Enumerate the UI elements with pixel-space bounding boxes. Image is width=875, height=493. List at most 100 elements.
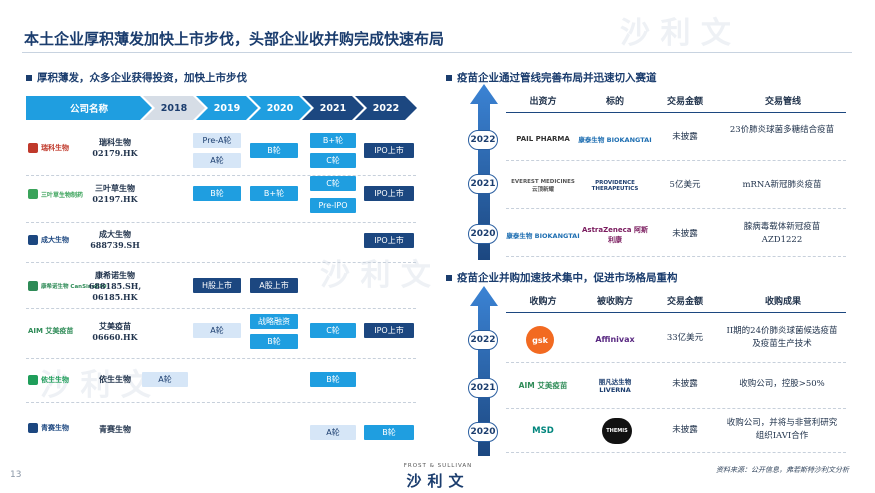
pipeline-cell: mRNA新冠肺炎疫苗: [742, 180, 822, 190]
company-logo: 瑞科生物: [28, 140, 69, 156]
amount-cell: 未披露: [672, 379, 698, 389]
table-header-rule: [506, 312, 846, 313]
company-logo: AIM 艾美疫苗: [28, 327, 74, 335]
company-logo: 三叶草生物制药: [28, 186, 83, 202]
column-header: 交易金额: [666, 297, 703, 307]
row-divider: [26, 308, 416, 309]
title-divider: [22, 52, 852, 53]
column-header: 收购成果: [764, 297, 801, 307]
square-bullet-icon: [446, 75, 452, 81]
timeline-year-2019: 2019: [196, 96, 258, 120]
left-section-title: 厚积薄发，众多企业获得投资，加快上市步伐: [26, 70, 247, 85]
pipeline-cell: 23价肺炎球菌多糖结合疫苗: [729, 125, 835, 135]
timeline-arrow-icon: [470, 84, 498, 260]
logo-mark-icon: [28, 281, 38, 291]
company-logo: 成大生物: [28, 232, 69, 248]
acquirer-logo: AIM 艾美疫苗: [518, 380, 568, 390]
row-divider: [506, 452, 846, 453]
row-divider: [506, 208, 846, 209]
funding-badge: C轮: [310, 176, 356, 191]
brand-subtitle: FROST & SULLIVAN: [403, 463, 473, 469]
year-marker: 2022: [468, 330, 498, 350]
ipo-badge: IPO上市: [364, 186, 414, 201]
target-logo: 丽凡达生物 LIVERNA: [598, 378, 632, 394]
square-bullet-icon: [446, 275, 452, 281]
timeline-year-2022: 2022: [355, 96, 417, 120]
target-logo: AstraZeneca 阿斯利康: [582, 226, 648, 244]
funding-badge: B轮: [193, 186, 241, 201]
source-note: 资料来源：公开信息，弗若斯特沙利文分析: [716, 466, 849, 474]
page-number: 13: [10, 470, 22, 480]
amount-cell: 33亿美元: [666, 333, 704, 343]
timeline-year-2021: 2021: [302, 96, 364, 120]
funding-badge: C轮: [310, 153, 356, 168]
result-cell: 收购公司，并将与非营利研究组织IAVI合作: [726, 418, 838, 441]
funding-badge: C轮: [310, 323, 356, 338]
column-header: 标的: [605, 97, 624, 107]
amount-cell: 未披露: [672, 229, 698, 239]
amount-cell: 5亿美元: [669, 180, 701, 190]
brand-logo: 沙利文: [406, 472, 470, 490]
amount-cell: 未披露: [672, 425, 698, 435]
timeline-year-2020: 2020: [249, 96, 311, 120]
funding-badge: A轮: [142, 372, 188, 387]
column-header: 被收购方: [596, 297, 633, 307]
target-logo: 康泰生物 BIOKANGTAI: [578, 136, 652, 144]
column-header: 交易金额: [666, 97, 703, 107]
investor-logo: EVEREST MEDICINES 云顶新耀: [511, 179, 575, 193]
logo-mark-icon: [28, 189, 38, 199]
amount-cell: 未披露: [672, 132, 698, 142]
company-logo: 康希诺生物 CanSinoBIO: [28, 278, 107, 294]
timeline-arrow-icon: [470, 286, 498, 456]
column-header: 收购方: [529, 297, 557, 307]
acquirer-logo: MSD: [532, 426, 554, 436]
year-marker: 2020: [468, 422, 498, 442]
ipo-badge: IPO上市: [364, 323, 414, 338]
company-name: 青赛生物: [99, 424, 131, 434]
row-divider: [506, 362, 846, 363]
funding-badge: Pre-IPO: [310, 198, 356, 213]
company-logo: 依生生物: [28, 372, 69, 388]
row-divider: [26, 402, 416, 403]
right-bottom-section-title: 疫苗企业并购加速技术集中，促进市场格局重构: [446, 270, 678, 285]
funding-badge: B轮: [364, 425, 414, 440]
watermark: 沙 利 文: [40, 368, 151, 403]
page-title: 本土企业厚积薄发加快上市步伐，头部企业收并购完成快速布局: [24, 30, 445, 48]
logo-mark-icon: [28, 235, 38, 245]
target-logo: Affinivax: [595, 334, 635, 344]
column-header: 出资方: [529, 97, 557, 107]
result-cell: 收购公司，控股>50%: [739, 379, 825, 389]
company-logo: 青赛生物: [28, 420, 69, 436]
row-divider: [26, 358, 416, 359]
funding-badge: B轮: [250, 334, 298, 349]
listing-badge: A股上市: [250, 278, 298, 293]
result-cell: II期的24价肺炎球菌候选疫苗及疫苗生产技术: [726, 326, 838, 349]
table-header-rule: [506, 112, 846, 113]
watermark: 沙 利 文: [320, 258, 431, 293]
funding-badge: B+轮: [250, 186, 298, 201]
right-top-section-title: 疫苗企业通过管线完善布局并迅速切入赛道: [446, 70, 657, 85]
column-header: 交易管线: [764, 97, 801, 107]
timeline-label: 公司名称: [26, 96, 152, 120]
square-bullet-icon: [26, 75, 32, 81]
row-divider: [26, 222, 416, 223]
ipo-badge: IPO上市: [364, 233, 414, 248]
investor-logo: PAIL PHARMA: [516, 135, 570, 143]
year-marker: 2020: [468, 224, 498, 244]
year-marker: 2022: [468, 130, 498, 150]
row-divider: [506, 256, 846, 257]
logo-mark-icon: [28, 143, 38, 153]
pipeline-cell: 腺病毒载体新冠疫苗AZD1222: [743, 222, 821, 245]
acquirer-logo: gsk: [526, 326, 554, 354]
funding-badge: B+轮: [310, 133, 356, 148]
row-divider: [26, 175, 416, 176]
funding-badge: A轮: [193, 323, 241, 338]
ipo-badge: IPO上市: [364, 143, 414, 158]
target-logo: THEMIS: [602, 418, 632, 444]
row-divider: [506, 160, 846, 161]
